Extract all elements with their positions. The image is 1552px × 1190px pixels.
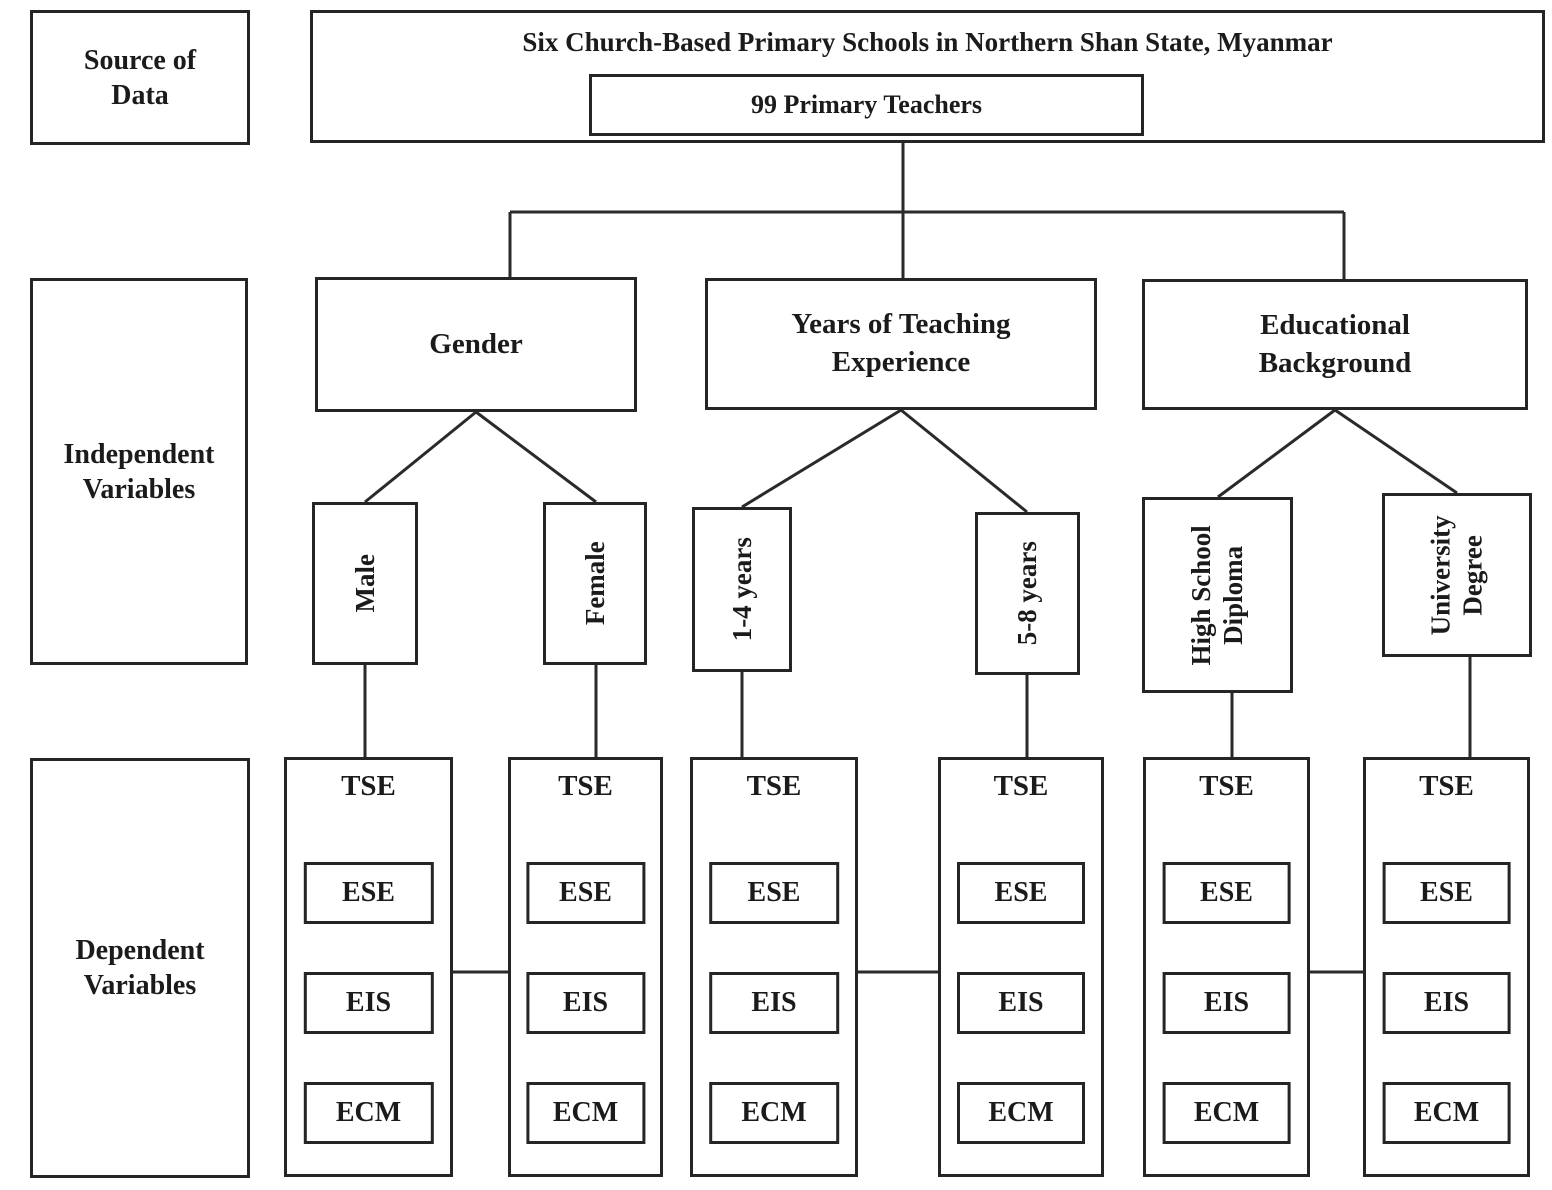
independent-variables-label-box: Independent Variables (30, 278, 248, 665)
ese-box: ESE (957, 862, 1085, 924)
ese-box: ESE (1162, 862, 1291, 924)
connector-line (364, 410, 477, 504)
subgroup-label-1-4-years: 1-4 years (726, 537, 757, 642)
tse-header: TSE (1199, 770, 1254, 802)
eis-box: EIS (709, 972, 839, 1034)
tse-header: TSE (993, 770, 1049, 802)
connector-line (1217, 408, 1336, 499)
ese-box: ESE (303, 862, 434, 924)
dependent-variables-label: Dependent Variables (75, 935, 205, 1001)
tse-header: TSE (341, 770, 396, 802)
ecm-box: ECM (1162, 1082, 1291, 1144)
tse-column-4: TSE ESE EIS ECM (938, 757, 1104, 1177)
tse-column-2: TSE ESE EIS ECM (508, 757, 663, 1177)
eis-box: EIS (303, 972, 434, 1034)
tse-column-5: TSE ESE EIS ECM (1143, 757, 1310, 1177)
ecm-box: ECM (303, 1082, 434, 1144)
eis-box: EIS (1382, 972, 1511, 1034)
subgroup-box-5-8-years: 5-8 years (975, 512, 1080, 675)
source-of-data-label: Source of Data (83, 44, 197, 111)
category-label-educational-background: Educational Background (1258, 308, 1412, 379)
teachers-count-box: 99 Primary Teachers (589, 74, 1144, 136)
dependent-variables-label-box: Dependent Variables (30, 758, 250, 1178)
connector-line (900, 408, 1028, 514)
eis-box: EIS (957, 972, 1085, 1034)
tse-column-1: TSE ESE EIS ECM (284, 757, 453, 1177)
tse-header: TSE (1419, 770, 1474, 802)
ese-box: ESE (525, 862, 646, 924)
subgroup-box-university-degree: University Degree (1382, 493, 1532, 657)
independent-variables-label: Independent Variables (63, 438, 215, 505)
study-title: Six Church-Based Primary Schools in Nort… (522, 27, 1333, 57)
category-box-teaching-experience: Years of Teaching Experience (705, 278, 1097, 410)
subgroup-label-high-school-diploma: High School Diploma (1186, 524, 1249, 666)
category-label-teaching-experience: Years of Teaching Experience (791, 308, 1011, 378)
tse-header: TSE (558, 770, 613, 802)
subgroup-box-1-4-years: 1-4 years (692, 507, 792, 672)
category-box-educational-background: Educational Background (1142, 279, 1528, 410)
ecm-box: ECM (957, 1082, 1085, 1144)
ecm-box: ECM (525, 1082, 646, 1144)
connector-line (475, 410, 597, 504)
connector-line (741, 408, 902, 509)
subgroup-box-male: Male (312, 502, 418, 665)
ese-box: ESE (1382, 862, 1511, 924)
subgroup-label-male: Male (349, 554, 380, 613)
ese-box: ESE (709, 862, 839, 924)
connector-line (1334, 408, 1458, 495)
eis-box: EIS (525, 972, 646, 1034)
tse-column-6: TSE ESE EIS ECM (1363, 757, 1530, 1177)
category-box-gender: Gender (315, 277, 637, 412)
teachers-count: 99 Primary Teachers (750, 90, 983, 119)
eis-box: EIS (1162, 972, 1291, 1034)
tse-column-3: TSE ESE EIS ECM (690, 757, 858, 1177)
tse-header: TSE (746, 770, 802, 802)
source-of-data-label-box: Source of Data (30, 10, 250, 145)
ecm-box: ECM (1382, 1082, 1511, 1144)
subgroup-label-female: Female (579, 541, 610, 626)
subgroup-label-university-degree: University Degree (1425, 515, 1488, 635)
subgroup-box-female: Female (543, 502, 647, 665)
ecm-box: ECM (709, 1082, 839, 1144)
subgroup-label-5-8-years: 5-8 years (1012, 541, 1043, 646)
category-label-gender: Gender (429, 327, 523, 360)
subgroup-box-high-school-diploma: High School Diploma (1142, 497, 1293, 693)
